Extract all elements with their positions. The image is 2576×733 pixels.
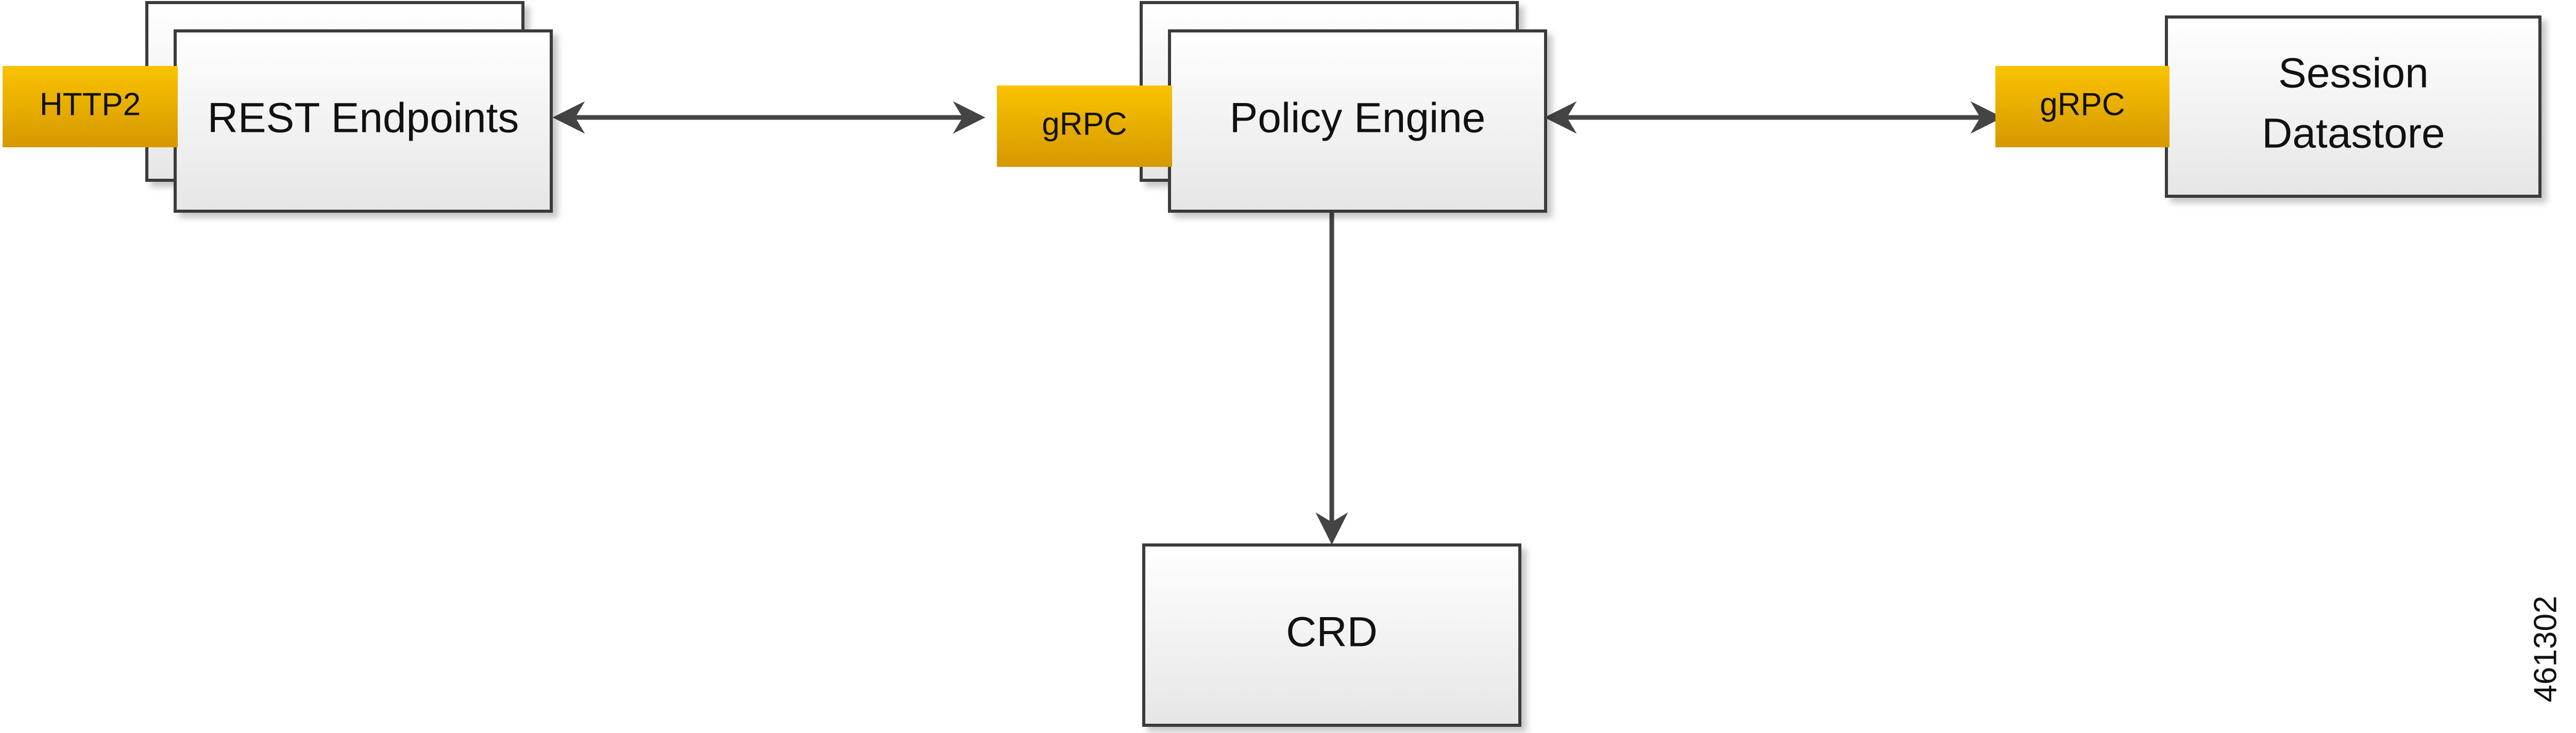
crd-box	[1142, 543, 1521, 727]
rest-endpoints-box	[174, 29, 553, 213]
crd-node: CRD	[1142, 543, 1521, 727]
policy-engine-label: Policy Engine	[1230, 95, 1486, 142]
session-datastore-node: Session Datastore gRPC	[1995, 15, 2541, 198]
session-datastore-label-line1: Session	[2278, 50, 2429, 97]
session-datastore-grpc-badge	[1995, 66, 2170, 147]
rest-endpoints-label: REST Endpoints	[208, 95, 519, 142]
policy-engine-box	[1168, 29, 1547, 213]
session-datastore-label-line2: Datastore	[2262, 110, 2445, 157]
session-datastore-box	[2165, 15, 2541, 198]
policy-engine-grpc-badge	[997, 86, 1172, 167]
http2-badge	[3, 66, 178, 147]
figure-id: 461302	[2528, 596, 2563, 703]
policy-engine-node: Policy Engine gRPC	[997, 1, 1547, 213]
rest-endpoints-node: REST Endpoints HTTP2	[3, 1, 553, 213]
session-datastore-grpc-label: gRPC	[2040, 87, 2125, 122]
policy-engine-grpc-label: gRPC	[1042, 106, 1127, 142]
http2-badge-label: HTTP2	[40, 87, 141, 122]
crd-label: CRD	[1286, 609, 1378, 656]
